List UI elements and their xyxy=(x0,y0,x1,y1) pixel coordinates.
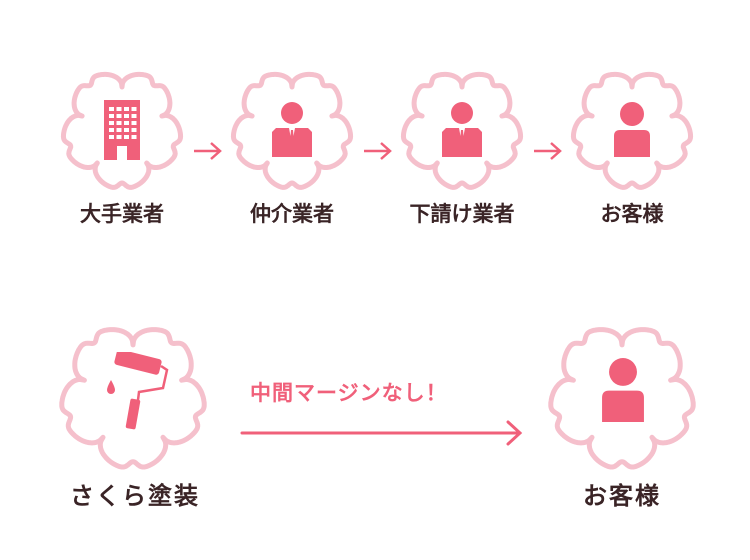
building-window xyxy=(109,128,114,132)
arrow-right-icon xyxy=(534,142,562,160)
no-margin-caption: 中間マージンなし！ xyxy=(250,381,448,405)
building-window xyxy=(116,135,122,139)
sakura-petal-path xyxy=(548,327,696,470)
building-icon xyxy=(104,100,140,160)
customer-label: お客様 xyxy=(583,482,661,510)
sakura-outline xyxy=(59,327,207,470)
building-window xyxy=(124,121,129,125)
building-window xyxy=(124,107,129,111)
sakura-outline xyxy=(60,71,184,190)
building-window xyxy=(109,121,114,125)
step-label: お客様 xyxy=(600,202,664,226)
sakura-petal-path xyxy=(400,71,524,190)
company-label: さくら塗装 xyxy=(70,482,200,510)
flow-step-subcontractor xyxy=(397,62,527,192)
building-window xyxy=(131,121,137,125)
arrow-right-icon xyxy=(194,142,222,160)
building-window xyxy=(131,135,137,139)
sakura-outline xyxy=(230,71,354,190)
building-window xyxy=(116,107,122,111)
sakura-outline xyxy=(548,327,696,470)
sakura-outline xyxy=(570,71,694,190)
building-window xyxy=(124,114,129,118)
building-window xyxy=(116,121,122,125)
building-window xyxy=(116,114,122,118)
company-sakura-tosou xyxy=(55,314,211,474)
paint-roller-icon xyxy=(107,352,169,430)
flow-step-major-contractor xyxy=(57,62,187,192)
sakura-outline xyxy=(400,71,524,190)
customer-icon xyxy=(602,358,644,422)
building-window xyxy=(124,135,129,139)
sakura-petal-path xyxy=(570,71,694,190)
building-window xyxy=(131,107,137,111)
building-window xyxy=(131,114,137,118)
flow-step-broker xyxy=(227,62,357,192)
building-window xyxy=(109,114,114,118)
step-label: 大手業者 xyxy=(80,202,164,226)
sakura-petal-path xyxy=(59,327,207,470)
building-window xyxy=(131,128,137,132)
sakura-petal-path xyxy=(230,71,354,190)
sakura-petal-path xyxy=(60,71,184,190)
building-window xyxy=(124,128,129,132)
businessman-icon xyxy=(272,102,312,157)
step-label: 下請け業者 xyxy=(409,202,515,226)
long-arrow-right-icon xyxy=(240,420,523,446)
businessman-icon xyxy=(442,102,482,157)
direct-customer xyxy=(544,314,700,474)
flow-step-customer xyxy=(567,62,697,192)
step-label: 仲介業者 xyxy=(250,202,334,226)
building-window xyxy=(109,107,114,111)
building-window xyxy=(116,128,122,132)
arrow-right-icon xyxy=(364,142,392,160)
building-window xyxy=(109,135,114,139)
customer-icon xyxy=(614,102,650,157)
